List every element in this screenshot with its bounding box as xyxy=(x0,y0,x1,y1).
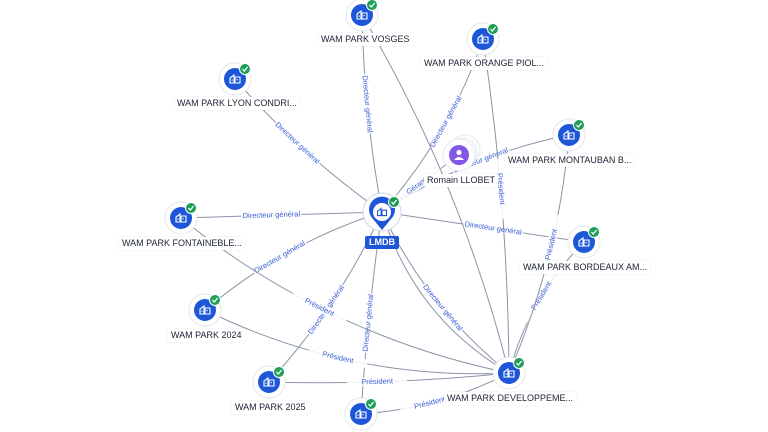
company-node-bordeaux[interactable] xyxy=(567,225,601,259)
check-icon xyxy=(573,119,585,131)
company-node-p2025[interactable] xyxy=(252,365,286,399)
company-node-p2024[interactable] xyxy=(188,293,222,327)
company-label-vosges[interactable]: WAM PARK VOSGES xyxy=(318,33,413,46)
building-icon xyxy=(263,376,275,387)
company-node-vosges[interactable] xyxy=(345,0,379,32)
edge-label-bg xyxy=(347,375,408,387)
company-node-fontaine[interactable] xyxy=(164,201,198,235)
company-node-devel[interactable] xyxy=(492,356,526,390)
building-icon xyxy=(477,33,489,44)
edge-lmdb-devel xyxy=(381,211,510,374)
edge-label: Directeur général xyxy=(252,238,307,275)
edge-devel-vosges xyxy=(361,14,510,374)
nodes-layer xyxy=(164,0,601,431)
main-company-label[interactable]: LMDB xyxy=(365,236,399,249)
edge-label: Président xyxy=(495,173,507,206)
company-label-devel[interactable]: WAM PARK DEVELOPPEME... xyxy=(444,392,577,405)
company-node-bottom[interactable] xyxy=(344,397,378,431)
company-node-orange[interactable] xyxy=(466,22,500,56)
edge-label-bg xyxy=(539,214,563,275)
main-company-node[interactable] xyxy=(362,192,402,232)
edge-label: Directeur général xyxy=(421,283,465,333)
company-label-lyon[interactable]: WAM PARK LYON CONDRI... xyxy=(174,97,300,110)
check-icon xyxy=(185,202,197,214)
edge-devel-montauban xyxy=(508,134,570,374)
edge-label: Directeur général xyxy=(243,209,301,220)
building-icon xyxy=(578,236,590,247)
check-icon xyxy=(513,357,525,369)
company-label-p2024[interactable]: WAM PARK 2024 xyxy=(168,329,245,342)
edge-label-bg xyxy=(462,219,524,237)
building-icon xyxy=(563,129,575,140)
edge-label: Directeur général xyxy=(273,120,322,166)
edge-label-bg xyxy=(494,158,509,220)
check-icon xyxy=(388,196,400,208)
company-node-montauban[interactable] xyxy=(552,118,586,152)
person-node[interactable] xyxy=(442,134,481,172)
person-label[interactable]: Romain LLOBET xyxy=(424,174,499,187)
check-icon xyxy=(365,398,377,410)
edge-label-bg xyxy=(360,73,375,135)
check-icon xyxy=(209,294,221,306)
edge-label-bg xyxy=(521,267,561,324)
building-icon xyxy=(503,367,515,378)
company-label-orange[interactable]: WAM PARK ORANGE PIOL... xyxy=(421,57,548,70)
edge-label-bg xyxy=(420,281,466,334)
company-node-lyon[interactable] xyxy=(218,62,252,96)
building-icon xyxy=(355,408,367,419)
check-icon xyxy=(588,226,600,238)
edge-label-bg xyxy=(307,346,369,369)
edge-label-bg xyxy=(251,237,308,276)
edge-label-bg xyxy=(241,209,302,221)
edge-label-bg xyxy=(427,93,465,150)
edge-label: Président xyxy=(413,394,447,411)
building-icon xyxy=(356,9,368,20)
edge-label: Président xyxy=(321,349,355,365)
check-icon xyxy=(273,366,285,378)
check-icon xyxy=(487,23,499,35)
edge-label-bg xyxy=(272,119,323,167)
building-icon xyxy=(376,207,388,217)
edge-label: Directeur général xyxy=(464,219,523,236)
building-icon xyxy=(175,212,187,223)
user-icon xyxy=(454,149,464,160)
edge-label: Président xyxy=(361,376,394,386)
edge-devel-lmdb xyxy=(381,211,510,374)
edge-label-bg xyxy=(290,289,349,325)
check-icon xyxy=(239,63,251,75)
company-label-bordeaux[interactable]: WAM PARK BORDEAUX AM... xyxy=(520,261,651,274)
building-icon xyxy=(199,304,211,315)
edge-label: Directeur général xyxy=(361,293,376,351)
check-icon xyxy=(366,0,378,11)
edge-label: Président xyxy=(543,227,559,261)
edge-label-bg xyxy=(360,292,376,354)
company-label-p2025[interactable]: WAM PARK 2025 xyxy=(232,401,309,414)
edge-label: Directeur général xyxy=(360,75,374,133)
building-icon xyxy=(229,73,241,84)
company-label-montauban[interactable]: WAM PARK MONTAUBAN B... xyxy=(505,154,635,167)
company-label-fontaine[interactable]: WAM PARK FONTAINEBLE... xyxy=(119,237,245,250)
